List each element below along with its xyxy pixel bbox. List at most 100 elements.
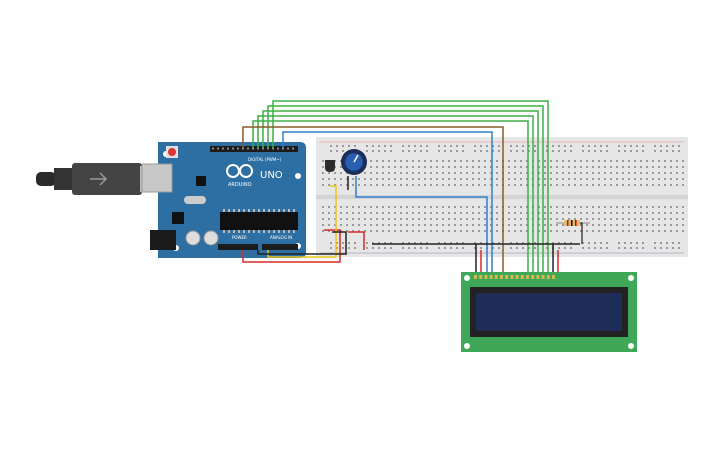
wire-blue-1[interactable]	[282, 131, 493, 278]
breadboard-hole	[660, 247, 662, 249]
breadboard-hole	[562, 206, 564, 208]
breadboard-hole	[568, 178, 570, 180]
breadboard-hole	[388, 160, 390, 162]
breadboard-hole	[340, 184, 342, 186]
breadboard-hole	[400, 160, 402, 162]
breadboard-hole	[370, 212, 372, 214]
breadboard-hole	[418, 184, 420, 186]
breadboard-hole	[562, 184, 564, 186]
breadboard-hole	[406, 166, 408, 168]
breadboard-hole	[682, 218, 684, 220]
breadboard-hole	[604, 230, 606, 232]
breadboard-hole	[438, 242, 440, 244]
breadboard-hole	[580, 206, 582, 208]
breadboard-hole	[328, 224, 330, 226]
breadboard-hole	[520, 206, 522, 208]
breadboard-hole	[340, 230, 342, 232]
breadboard-hole	[522, 145, 524, 147]
breadboard-hole	[382, 230, 384, 232]
breadboard-hole	[546, 247, 548, 249]
analog-header	[262, 244, 298, 250]
breadboard-hole	[402, 150, 404, 152]
wire-red-power[interactable]	[242, 229, 341, 263]
breadboard-hole	[594, 242, 596, 244]
breadboard-hole	[622, 206, 624, 208]
breadboard-hole	[390, 150, 392, 152]
breadboard-hole	[478, 230, 480, 232]
breadboard-hole	[420, 145, 422, 147]
breadboard-hole	[616, 230, 618, 232]
breadboard-hole	[484, 178, 486, 180]
header-pin	[292, 147, 294, 150]
breadboard-hole	[496, 184, 498, 186]
mount-hole	[628, 275, 634, 281]
breadboard-hole	[640, 166, 642, 168]
breadboard-hole	[522, 150, 524, 152]
breadboard-hole	[550, 218, 552, 220]
breadboard-hole	[598, 212, 600, 214]
breadboard-hole	[520, 218, 522, 220]
breadboard-hole	[442, 184, 444, 186]
breadboard-hole	[616, 218, 618, 220]
breadboard-hole	[358, 212, 360, 214]
lcd-16x2[interactable]	[461, 272, 637, 352]
breadboard-hole	[478, 172, 480, 174]
breadboard-hole	[382, 206, 384, 208]
wire-green-3[interactable]	[262, 110, 539, 278]
arduino-pcb	[158, 142, 306, 258]
breadboard-hole	[376, 218, 378, 220]
wire-black-gnd[interactable]	[257, 231, 347, 255]
breadboard-hole	[622, 160, 624, 162]
breadboard-hole	[448, 172, 450, 174]
wire-green-1[interactable]	[272, 100, 549, 278]
potentiometer[interactable]	[341, 149, 367, 175]
breadboard-hole	[646, 218, 648, 220]
breadboard-hole	[492, 145, 494, 147]
breadboard-hole	[336, 150, 338, 152]
breadboard-hole	[448, 178, 450, 180]
breadboard-hole	[394, 166, 396, 168]
breadboard-hole	[442, 160, 444, 162]
usb-cable-body	[54, 168, 74, 190]
breadboard-hole	[456, 242, 458, 244]
breadboard-hole	[514, 178, 516, 180]
breadboard-hole	[550, 184, 552, 186]
breadboard-hole	[618, 247, 620, 249]
breadboard-hole	[624, 145, 626, 147]
breadboard-hole	[664, 218, 666, 220]
breadboard-hole	[516, 242, 518, 244]
resistor[interactable]	[556, 220, 590, 244]
breadboard-hole	[484, 230, 486, 232]
breadboard-hole	[670, 206, 672, 208]
breadboard-hole	[534, 145, 536, 147]
breadboard-hole	[594, 145, 596, 147]
breadboard-hole	[420, 247, 422, 249]
wire-green-5[interactable]	[252, 120, 529, 278]
breadboard-hole	[418, 160, 420, 162]
breadboard-hole	[580, 160, 582, 162]
chip-pin	[283, 209, 285, 212]
chip-pin	[273, 230, 275, 233]
breadboard-hole	[544, 178, 546, 180]
breadboard-hole	[370, 230, 372, 232]
breadboard-hole	[424, 224, 426, 226]
breadboard-hole	[354, 247, 356, 249]
arduino-uno[interactable]: DIGITAL (PWM~) POWER ANALOG IN ARDUINO U…	[141, 142, 306, 258]
breadboard-hole	[370, 184, 372, 186]
breadboard-hole	[450, 150, 452, 152]
temperature-sensor[interactable]	[325, 160, 335, 172]
breadboard-hole	[358, 206, 360, 208]
wire-brown[interactable]	[242, 126, 504, 278]
breadboard-hole	[526, 184, 528, 186]
breadboard-hole	[556, 212, 558, 214]
wire-green-4[interactable]	[257, 115, 534, 278]
breadboard-hole	[556, 160, 558, 162]
breadboard-hole	[526, 230, 528, 232]
breadboard-hole	[510, 145, 512, 147]
breadboard-hole	[520, 184, 522, 186]
breadboard-hole	[600, 247, 602, 249]
wire-red-bb[interactable]	[348, 231, 365, 250]
breadboard-hole	[568, 218, 570, 220]
breadboard-hole	[418, 218, 420, 220]
wire-blue-2[interactable]	[355, 176, 488, 278]
